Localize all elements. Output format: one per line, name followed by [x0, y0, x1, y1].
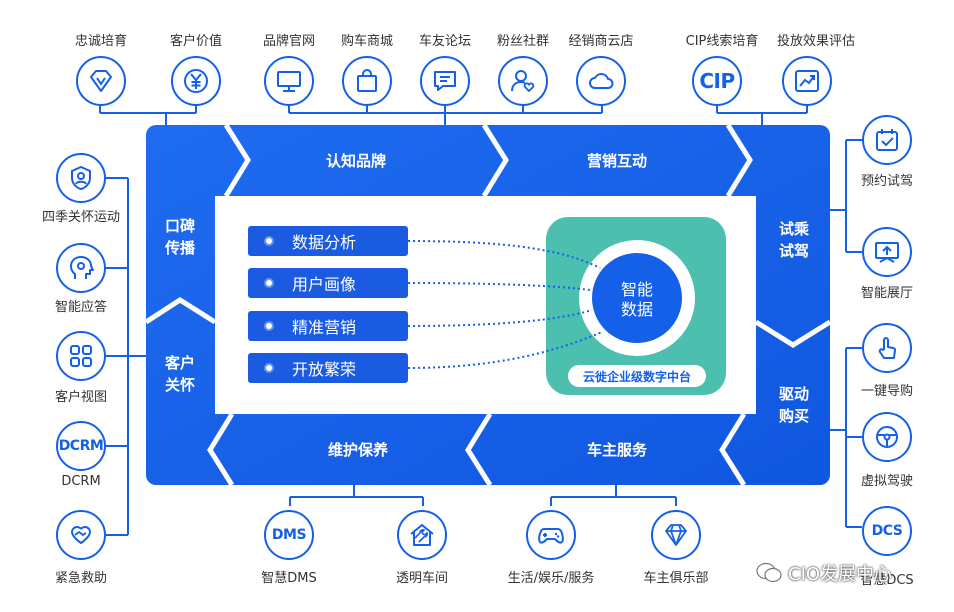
smart-dcs-node: DCS [862, 506, 912, 556]
transparent-workshop-node [397, 510, 447, 560]
trend-chart-icon [795, 70, 819, 92]
bullet-icon [266, 365, 272, 371]
left-label-seasonal-care: 四季关怀运动 [41, 210, 121, 225]
bottom-label-transparent-workshop: 透明车间 [395, 571, 449, 586]
watermark: CIO发展中心 [756, 560, 892, 586]
ad-eval-node [782, 56, 832, 106]
top-label-cip: CIP线索培育 [685, 34, 759, 49]
feature-label: 数据分析 [292, 233, 357, 252]
cip-text-icon: CIP [699, 69, 735, 93]
feature-user-profile: 用户画像 [248, 268, 408, 298]
right-label-smart-showroom: 智能展厅 [860, 286, 914, 301]
top-label-fans: 粉丝社群 [496, 34, 550, 49]
top-label-forum: 车友论坛 [418, 34, 472, 49]
smart-data-center: 智能 数据 [620, 280, 653, 319]
user-heart-icon [511, 70, 535, 93]
emergency-node [56, 510, 106, 560]
showroom-icon [875, 242, 899, 263]
feature-precision-marketing: 精准营销 [248, 311, 408, 341]
top-label-brand-site: 品牌官网 [262, 34, 316, 49]
tap-hand-icon [878, 337, 896, 359]
left-label-smart-answer: 智能应答 [54, 300, 108, 315]
owner-club-node [651, 510, 701, 560]
feature-label: 精准营销 [292, 318, 357, 337]
bullet-icon [266, 323, 272, 329]
chat-bubble-icon [434, 71, 456, 91]
right-label-book-test-drive: 预约试驾 [860, 174, 914, 189]
watermark-text: CIO发展中心 [788, 564, 893, 585]
dcs-text-icon: DCS [871, 523, 903, 539]
stage-care: 客户 关怀 [164, 354, 196, 394]
dcrm-node: DCRM [56, 421, 106, 471]
shopping-bag-icon [357, 69, 377, 92]
stage-purchase: 驱动 购买 [778, 385, 810, 425]
bottom-label-owner-club: 车主俱乐部 [643, 571, 709, 586]
user-shield-icon [71, 165, 91, 191]
gem-icon [665, 524, 687, 546]
smart-showroom-node [862, 227, 912, 277]
yen-coin-icon [184, 69, 208, 93]
smart-answer-node [56, 243, 106, 293]
dcrm-text-icon: DCRM [58, 438, 104, 454]
stage-maintenance: 维护保养 [327, 441, 389, 459]
cip-node: CIP [692, 56, 742, 106]
forum-node [420, 56, 470, 106]
calendar-check-icon [876, 129, 898, 151]
grid-icon [70, 345, 92, 367]
brand-site-node [264, 56, 314, 106]
loyalty-node [76, 56, 126, 106]
dms-text-icon: DMS [271, 527, 307, 543]
ai-head-icon [70, 256, 94, 279]
diamond-heart-icon [90, 70, 112, 92]
top-label-car-mall: 购车商城 [340, 34, 394, 49]
left-label-customer-view: 客户视图 [54, 390, 108, 405]
right-label-one-click-guide: 一键导购 [860, 384, 914, 399]
stage-owner-service: 车主服务 [586, 441, 648, 459]
feature-data-analysis: 数据分析 [248, 226, 408, 256]
top-label-loyalty: 忠诚培育 [74, 34, 128, 49]
stage-word-of-mouth: 口碑 传播 [164, 217, 196, 257]
bullet-icon [266, 238, 272, 244]
stage-awareness: 认知品牌 [325, 152, 387, 170]
smart-dms-node: DMS [264, 510, 314, 560]
right-label-virtual-drive: 虚拟驾驶 [860, 474, 914, 489]
customer-view-node [56, 331, 106, 381]
left-label-emergency: 紧急救助 [54, 571, 108, 586]
left-label-dcrm: DCRM [61, 474, 101, 489]
wechat-icon [756, 562, 782, 583]
dealer-cloud-node [576, 56, 626, 106]
one-click-guide-node [862, 323, 912, 373]
top-label-customer-value: 客户价值 [169, 34, 223, 49]
handshake-heart-icon [70, 526, 92, 545]
steering-wheel-icon [876, 426, 898, 448]
virtual-drive-node [862, 412, 912, 462]
top-label-dealer-cloud: 经销商云店 [568, 34, 634, 49]
fans-node [498, 56, 548, 106]
stage-marketing: 营销互动 [586, 152, 648, 170]
feature-label: 用户画像 [292, 275, 357, 294]
bottom-label-lifestyle: 生活/娱乐/服务 [507, 571, 595, 586]
car-mall-node [342, 56, 392, 106]
monitor-icon [277, 71, 301, 92]
customer-value-node [171, 56, 221, 106]
platform-label: 云徙企业级数字中台 [582, 370, 691, 384]
stage-test-drive: 试乘 试驾 [778, 220, 810, 260]
bottom-label-smart-dms: 智慧DMS [261, 571, 317, 586]
top-label-ad-eval: 投放效果评估 [776, 34, 856, 49]
lifestyle-node [526, 510, 576, 560]
right-label-smart-dcs: 智慧DCS [860, 573, 914, 588]
gamepad-icon [538, 528, 564, 544]
feature-label: 开放繁荣 [292, 360, 357, 379]
house-wrench-icon [410, 524, 434, 546]
cloud-icon [589, 73, 614, 89]
book-test-drive-node [862, 115, 912, 165]
bullet-icon [266, 280, 272, 286]
seasonal-care-node [56, 153, 106, 203]
feature-open-prosperity: 开放繁荣 [248, 353, 408, 383]
